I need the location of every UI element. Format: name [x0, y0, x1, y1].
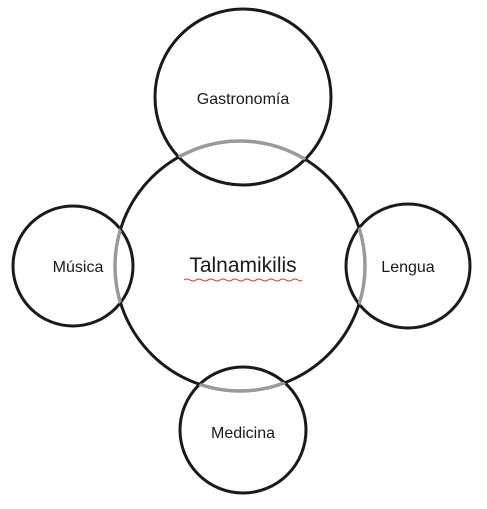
left-circle — [11, 204, 135, 328]
overlap-arc-right — [346, 204, 367, 328]
overlap-arc-bottom — [180, 367, 306, 393]
left-label: Música — [53, 259, 104, 276]
overlap-arcs — [113, 139, 367, 393]
right-circle — [344, 202, 472, 330]
top-circle — [153, 7, 333, 187]
spellcheck-underline — [183, 278, 303, 282]
right-label: Lengua — [381, 259, 434, 276]
overlap-arc-top — [155, 139, 331, 185]
bottom-label: Medicina — [211, 425, 275, 442]
overlap-arc-left — [113, 206, 133, 326]
center-label: Talnamikilis — [189, 254, 296, 277]
bottom-circle — [178, 365, 308, 495]
top-label: Gastronomía — [197, 91, 290, 108]
